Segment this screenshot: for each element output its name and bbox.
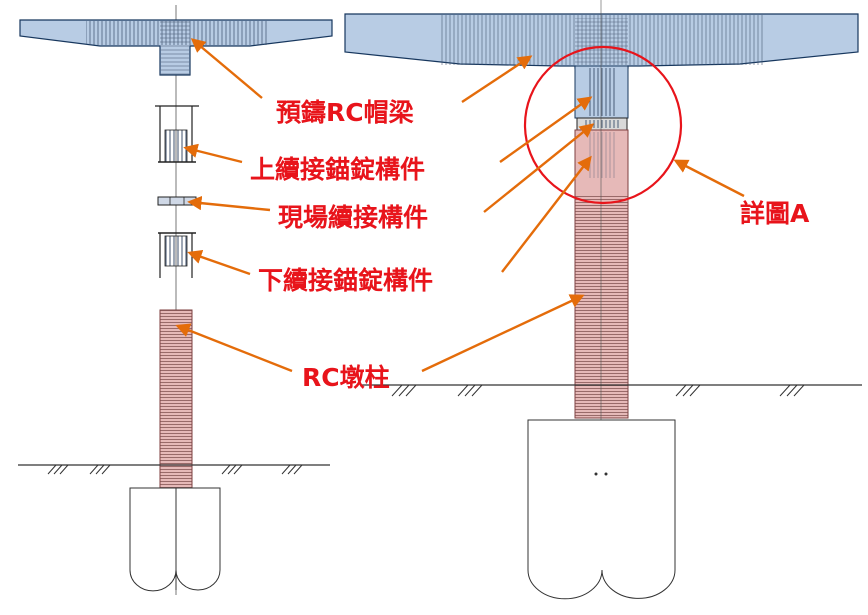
arrow-cap-left (190, 38, 263, 99)
left-foundation-pile (129, 487, 221, 592)
arrow-detail-a (673, 159, 745, 198)
label-detail-a: 詳圖A (740, 199, 810, 228)
left-upper-anchor (155, 105, 199, 163)
label-site-splice: 現場續接構件 (278, 203, 428, 232)
right-rc-pier (574, 0, 629, 420)
arrow-upper-right (499, 96, 593, 163)
arrow-cap-right (461, 55, 533, 104)
detail-a-circle (523, 45, 683, 205)
labels: 預鑄RC帽梁 上續接錨錠構件 現場續接構件 下續接錨錠構件 RC墩柱 詳圖A (250, 98, 810, 392)
label-cap-beam: 預鑄RC帽梁 (276, 98, 414, 127)
arrow-splice-right (483, 123, 595, 213)
arrow-splice-left (187, 195, 271, 212)
right-splice-zone (576, 117, 628, 131)
right-cap-beam (344, 13, 859, 69)
arrow-lower-left (187, 250, 251, 276)
label-upper-anchor: 上續接錨錠構件 (250, 155, 425, 184)
right-ground (360, 384, 862, 397)
arrow-lower-right (501, 155, 592, 273)
left-cap-beam (19, 19, 333, 76)
arrow-upper-left (183, 143, 243, 164)
right-foundation-pile (527, 419, 676, 600)
left-rc-pier (159, 309, 193, 489)
arrow-pier-left (175, 323, 293, 373)
label-lower-anchor: 下續接錨錠構件 (258, 266, 433, 295)
left-lower-anchor (158, 232, 196, 278)
arrow-pier-right (421, 294, 585, 373)
callout-arrows (175, 38, 745, 373)
right-column-upper-zone (574, 65, 629, 119)
right-assembled-view (344, 0, 862, 600)
label-rc-pier: RC墩柱 (302, 363, 390, 392)
left-exploded-view (18, 5, 333, 595)
left-ground (18, 464, 330, 475)
